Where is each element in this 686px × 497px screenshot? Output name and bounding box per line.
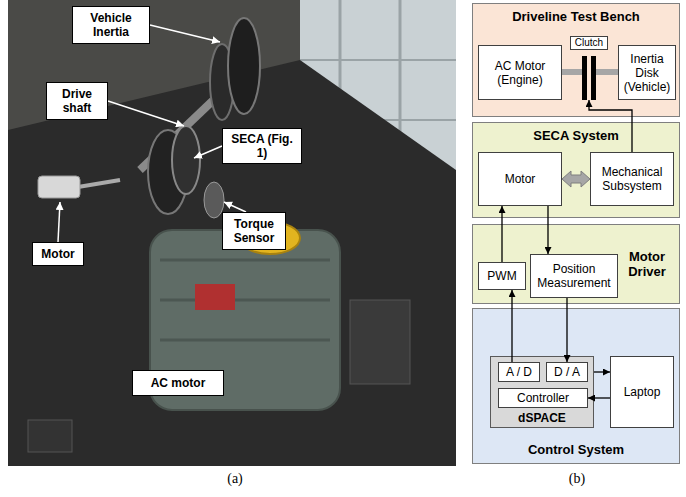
callout-box: Torque Sensor [222, 212, 286, 250]
caption-holder: (b) [560, 470, 594, 490]
group-heading: dSPACE [518, 411, 566, 425]
shaft-link [608, 69, 618, 75]
box-label: Mechanical Subsystem [595, 165, 669, 193]
box-label: Clutch [570, 36, 608, 50]
callout-box: AC motor [132, 370, 224, 396]
box-label: Motor [41, 247, 74, 261]
panel-caption: (b) [560, 470, 594, 488]
signal-arrow [588, 397, 610, 398]
signal-arrow [566, 298, 567, 362]
controller-unit: dSPACE A / D D / A Controller [490, 356, 594, 428]
callout-box: SECA (Fig. 1) [222, 128, 302, 164]
group-band: SECA SystemMotor Mechanical Subsystem [472, 122, 680, 218]
box-label: AC motor [151, 376, 206, 390]
box-label: AC Motor (Engine) [483, 59, 557, 87]
box-label: Vehicle Inertia [77, 11, 145, 39]
box-label: PWM [487, 269, 516, 283]
process-box: Laptop [610, 356, 674, 428]
box-label: A / D [506, 365, 532, 379]
group-band: Driveline Test Bench AC Motor (Engine) Clu… [472, 3, 680, 117]
callout-box: Vehicle Inertia [72, 6, 150, 44]
signal-arrow [594, 371, 610, 372]
signal-arrow [547, 206, 548, 254]
signal-arrow [589, 100, 632, 152]
caption-holder: (a) [218, 470, 252, 490]
process-box: Position Measurement [530, 254, 618, 298]
group-heading: Driveline Test Bench [512, 9, 640, 24]
box-label: Torque Sensor [227, 217, 281, 245]
box-label: Position Measurement [535, 262, 613, 290]
box-label: Inertia Disk (Vehicle) [623, 52, 671, 94]
signal-arrow [511, 290, 512, 362]
box-label: Motor [505, 172, 536, 186]
process-box: AC Motor (Engine) [478, 45, 562, 100]
group-heading: Control System [528, 442, 624, 457]
group-band: Motor DriverPWM Position Measurement [472, 224, 680, 304]
group-heading: SECA System [533, 128, 619, 143]
box-label: Laptop [624, 385, 661, 399]
box-label: Drive shaft [51, 87, 103, 115]
process-box: D / A [546, 362, 588, 382]
group-band: Control System dSPACE A / D D / A Controller… [472, 308, 680, 464]
box-label: SECA (Fig. 1) [227, 132, 297, 160]
process-box: PWM [478, 262, 526, 290]
callout-box: Motor [32, 242, 84, 266]
process-box: Controller [498, 388, 588, 408]
group-heading: Motor Driver [619, 249, 675, 279]
process-box: A / D [498, 362, 540, 382]
clutch-block: Clutch [570, 36, 608, 100]
signal-arrow [501, 206, 502, 262]
box-label: Controller [517, 391, 569, 405]
box-label: D / A [554, 365, 580, 379]
mechanical-link-arrow [562, 171, 590, 187]
process-box: Inertia Disk (Vehicle) [618, 45, 676, 100]
panel-caption: (a) [218, 470, 252, 488]
process-box: Mechanical Subsystem [590, 152, 674, 206]
callout-box: Drive shaft [46, 82, 108, 120]
process-box: Motor [478, 152, 562, 206]
shaft-link [562, 69, 570, 75]
